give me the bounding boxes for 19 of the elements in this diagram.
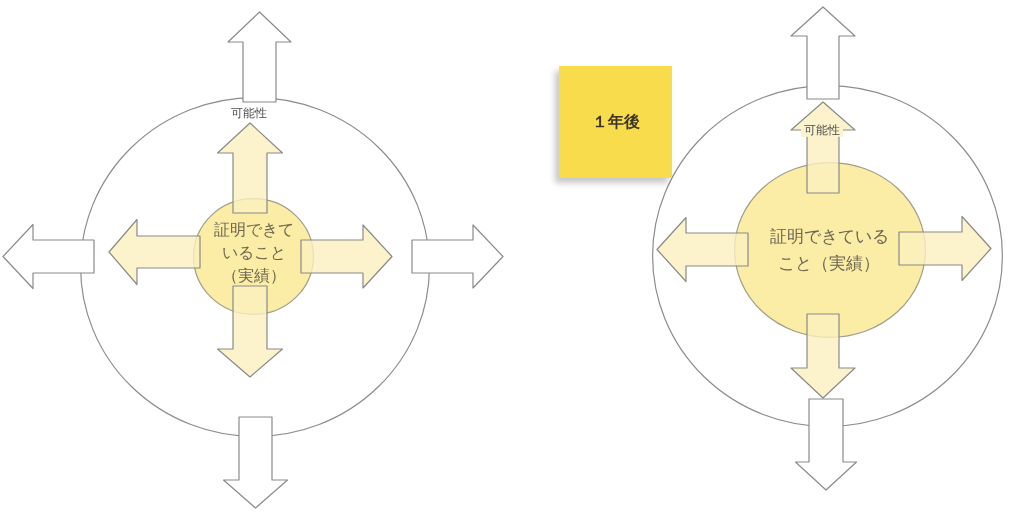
block-arrow [227,11,292,103]
circle-label: 可能性 [801,122,843,138]
block-arrow [216,285,284,378]
block-arrow [794,398,858,491]
block-arrow [790,6,856,100]
center-label: 証明できていること（実績） [768,226,890,275]
block-arrow [790,101,856,194]
block-arrow [898,215,992,282]
circle-label: 可能性 [231,105,267,121]
sticky-note: １年後 [559,66,672,178]
center-label: 証明できていること（実績） [212,219,295,288]
block-arrow [300,224,393,289]
block-arrow [2,223,95,290]
block-arrow [108,218,201,286]
block-arrow [411,224,504,289]
block-arrow [222,416,289,509]
block-arrow [216,122,284,214]
block-arrow [656,216,749,283]
block-arrow [790,313,856,399]
